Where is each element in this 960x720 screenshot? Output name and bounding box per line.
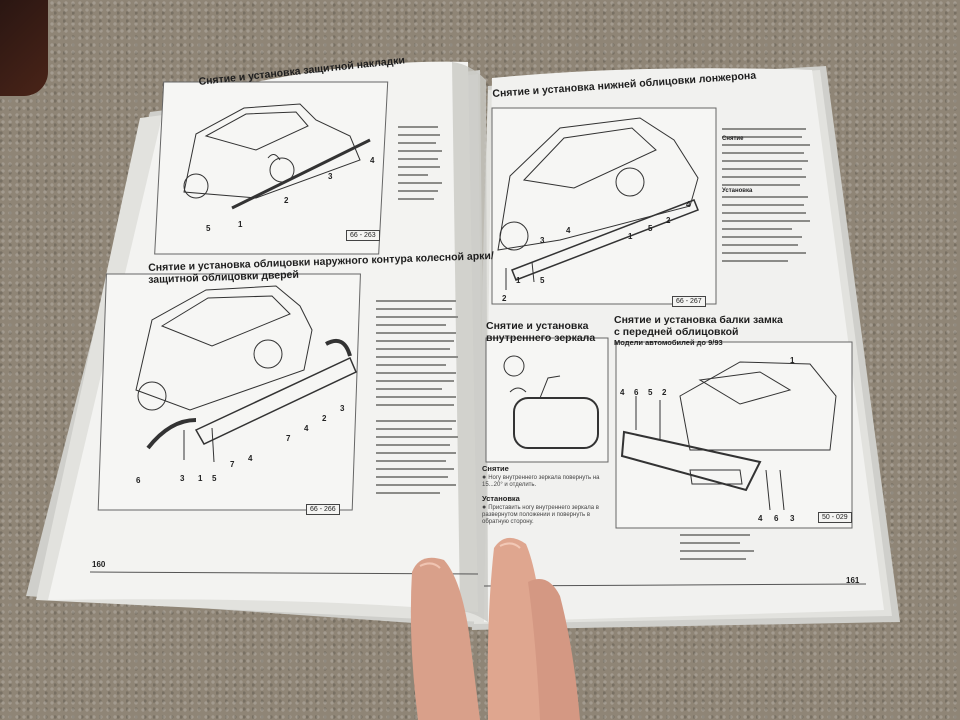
chair-leg: [0, 0, 48, 96]
callout-right-1: 5: [540, 276, 545, 285]
callout-left-1: 2: [284, 196, 289, 205]
engine-bumper-sketch: [620, 361, 837, 511]
right-heading-mirror-line-1: Снятие и установка: [486, 320, 589, 332]
callout-right-3: 5: [648, 388, 653, 397]
models-note: Модели автомобилей до 9/93: [614, 338, 723, 347]
mirror-install-text: Приставить ногу внутреннего зеркала в ра…: [482, 504, 616, 526]
right-heading-lock-beam-line-1: Снятие и установка балки замка: [614, 314, 783, 326]
callout-left-2: 3: [180, 474, 185, 483]
callout-right-1: 1: [516, 276, 521, 285]
callout-left-1: 5: [206, 224, 211, 233]
mirror-sketch: [503, 355, 599, 449]
car-sketch-right-1: [497, 117, 699, 290]
figure-frame-right-2: [485, 337, 609, 463]
callout-right-3: 4: [620, 388, 625, 397]
figure-code-50-029: 50 - 029: [818, 512, 852, 523]
callout-right-1: 2: [666, 216, 671, 225]
callout-left-2: 4: [248, 454, 253, 463]
callout-right-3: 6: [774, 514, 779, 523]
callout-left-2: 4: [304, 424, 309, 433]
car-sketch-left-2: [135, 285, 357, 463]
figure-code-66-266: 66 - 266: [306, 504, 340, 515]
callout-right-1: 3: [540, 236, 545, 245]
right-col-removal-label: Снятие: [722, 136, 744, 142]
figure-code-66-263: 66 - 263: [346, 230, 380, 241]
right-heading-mirror-line-2: внутреннего зеркала: [486, 332, 596, 344]
mirror-removal-text: Ногу внутреннего зеркала повернуть на 15…: [482, 474, 608, 489]
callout-right-1: 4: [566, 226, 571, 235]
callout-left-2: 5: [212, 474, 217, 483]
callout-right-3: 3: [790, 514, 795, 523]
callout-right-1: 5: [648, 224, 653, 233]
callout-right-1: 2: [502, 294, 507, 303]
callout-left-1: 3: [328, 172, 333, 181]
callout-left-1: 4: [370, 156, 375, 165]
mirror-removal-label: Снятие: [482, 464, 509, 473]
small-print-lines: [376, 126, 810, 560]
callout-right-3: 6: [634, 388, 639, 397]
callout-right-3: 4: [758, 514, 763, 523]
callout-left-2: 2: [322, 414, 327, 423]
figure-frame-right-3: [615, 341, 853, 529]
callout-left-2: 1: [198, 474, 203, 483]
callout-right-3: 1: [790, 356, 795, 365]
callout-left-2: 7: [230, 460, 235, 469]
callout-left-1: 1: [238, 220, 243, 229]
callout-right-1: 4: [686, 200, 691, 209]
right-page-number: 161: [846, 576, 860, 585]
car-sketch-left-1: [183, 103, 371, 210]
figure-frame-left-2: [97, 273, 361, 511]
right-heading-lock-beam-line-2: с передней облицовкой: [614, 326, 739, 338]
callout-left-2: 3: [340, 404, 345, 413]
left-page-number: 160: [92, 560, 106, 569]
callout-left-2: 6: [136, 476, 141, 485]
callout-right-3: 2: [662, 388, 667, 397]
callout-left-2: 7: [286, 434, 291, 443]
mirror-install-label: Установка: [482, 494, 520, 503]
right-col-install-label: Установка: [722, 188, 753, 194]
callout-right-1: 1: [628, 232, 633, 241]
figure-code-66-267: 66 - 267: [672, 296, 706, 307]
